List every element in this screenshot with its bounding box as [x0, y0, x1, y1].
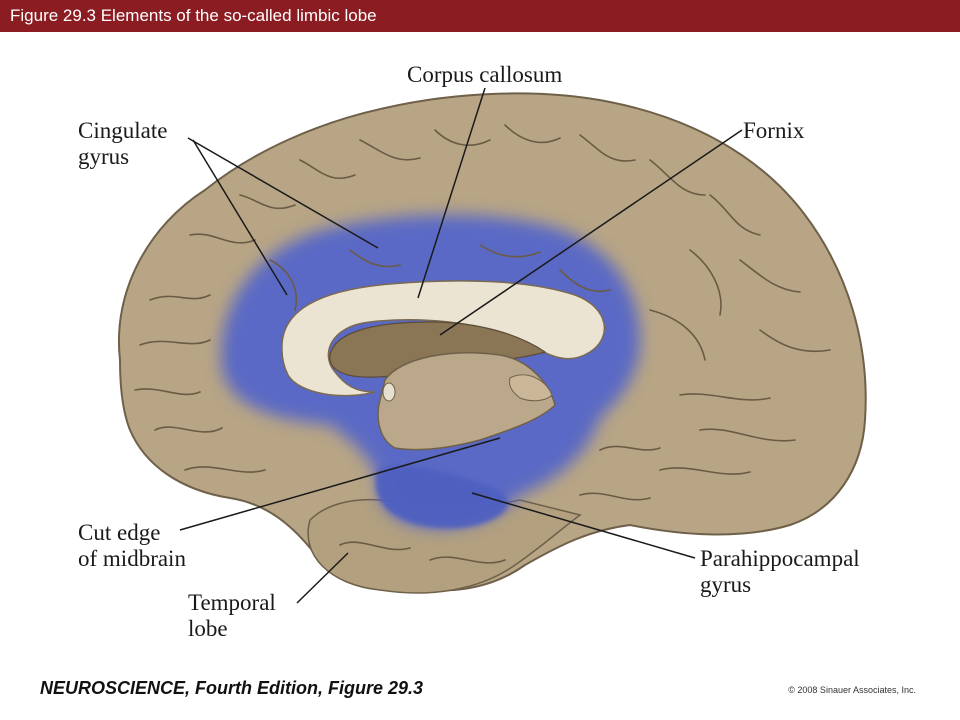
temporal-lobe-shape [307, 498, 582, 594]
figure-title-bar: Figure 29.3 Elements of the so-called li… [0, 0, 960, 32]
label-temporal-lobe: Temporal lobe [188, 590, 276, 641]
label-parahippocampal-gyrus: Parahippocampal gyrus [700, 546, 860, 597]
label-cingulate-gyrus: Cingulate gyrus [78, 118, 168, 169]
leader-cingulate-2 [192, 139, 288, 296]
leader-corpus-callosum [417, 87, 486, 299]
diencephalon-shape [377, 352, 556, 451]
gyri-texture [134, 124, 831, 564]
leader-fornix [439, 129, 743, 336]
leader-lines [179, 87, 743, 604]
leader-parahippocampal [471, 492, 696, 559]
book-citation: NEUROSCIENCE, Fourth Edition, Figure 29.… [40, 678, 424, 698]
leader-cingulate-1 [187, 137, 379, 249]
leader-temporal [296, 552, 349, 604]
copyright-notice: © 2008 Sinauer Associates, Inc. [788, 685, 916, 695]
thalamus-shape [329, 321, 547, 378]
leader-cut-edge [179, 437, 501, 531]
label-corpus-callosum: Corpus callosum [407, 62, 563, 87]
figure-title: Figure 29.3 Elements of the so-called li… [10, 6, 377, 25]
label-cut-edge-midbrain: Cut edge of midbrain [78, 520, 186, 571]
label-fornix: Fornix [743, 118, 805, 143]
